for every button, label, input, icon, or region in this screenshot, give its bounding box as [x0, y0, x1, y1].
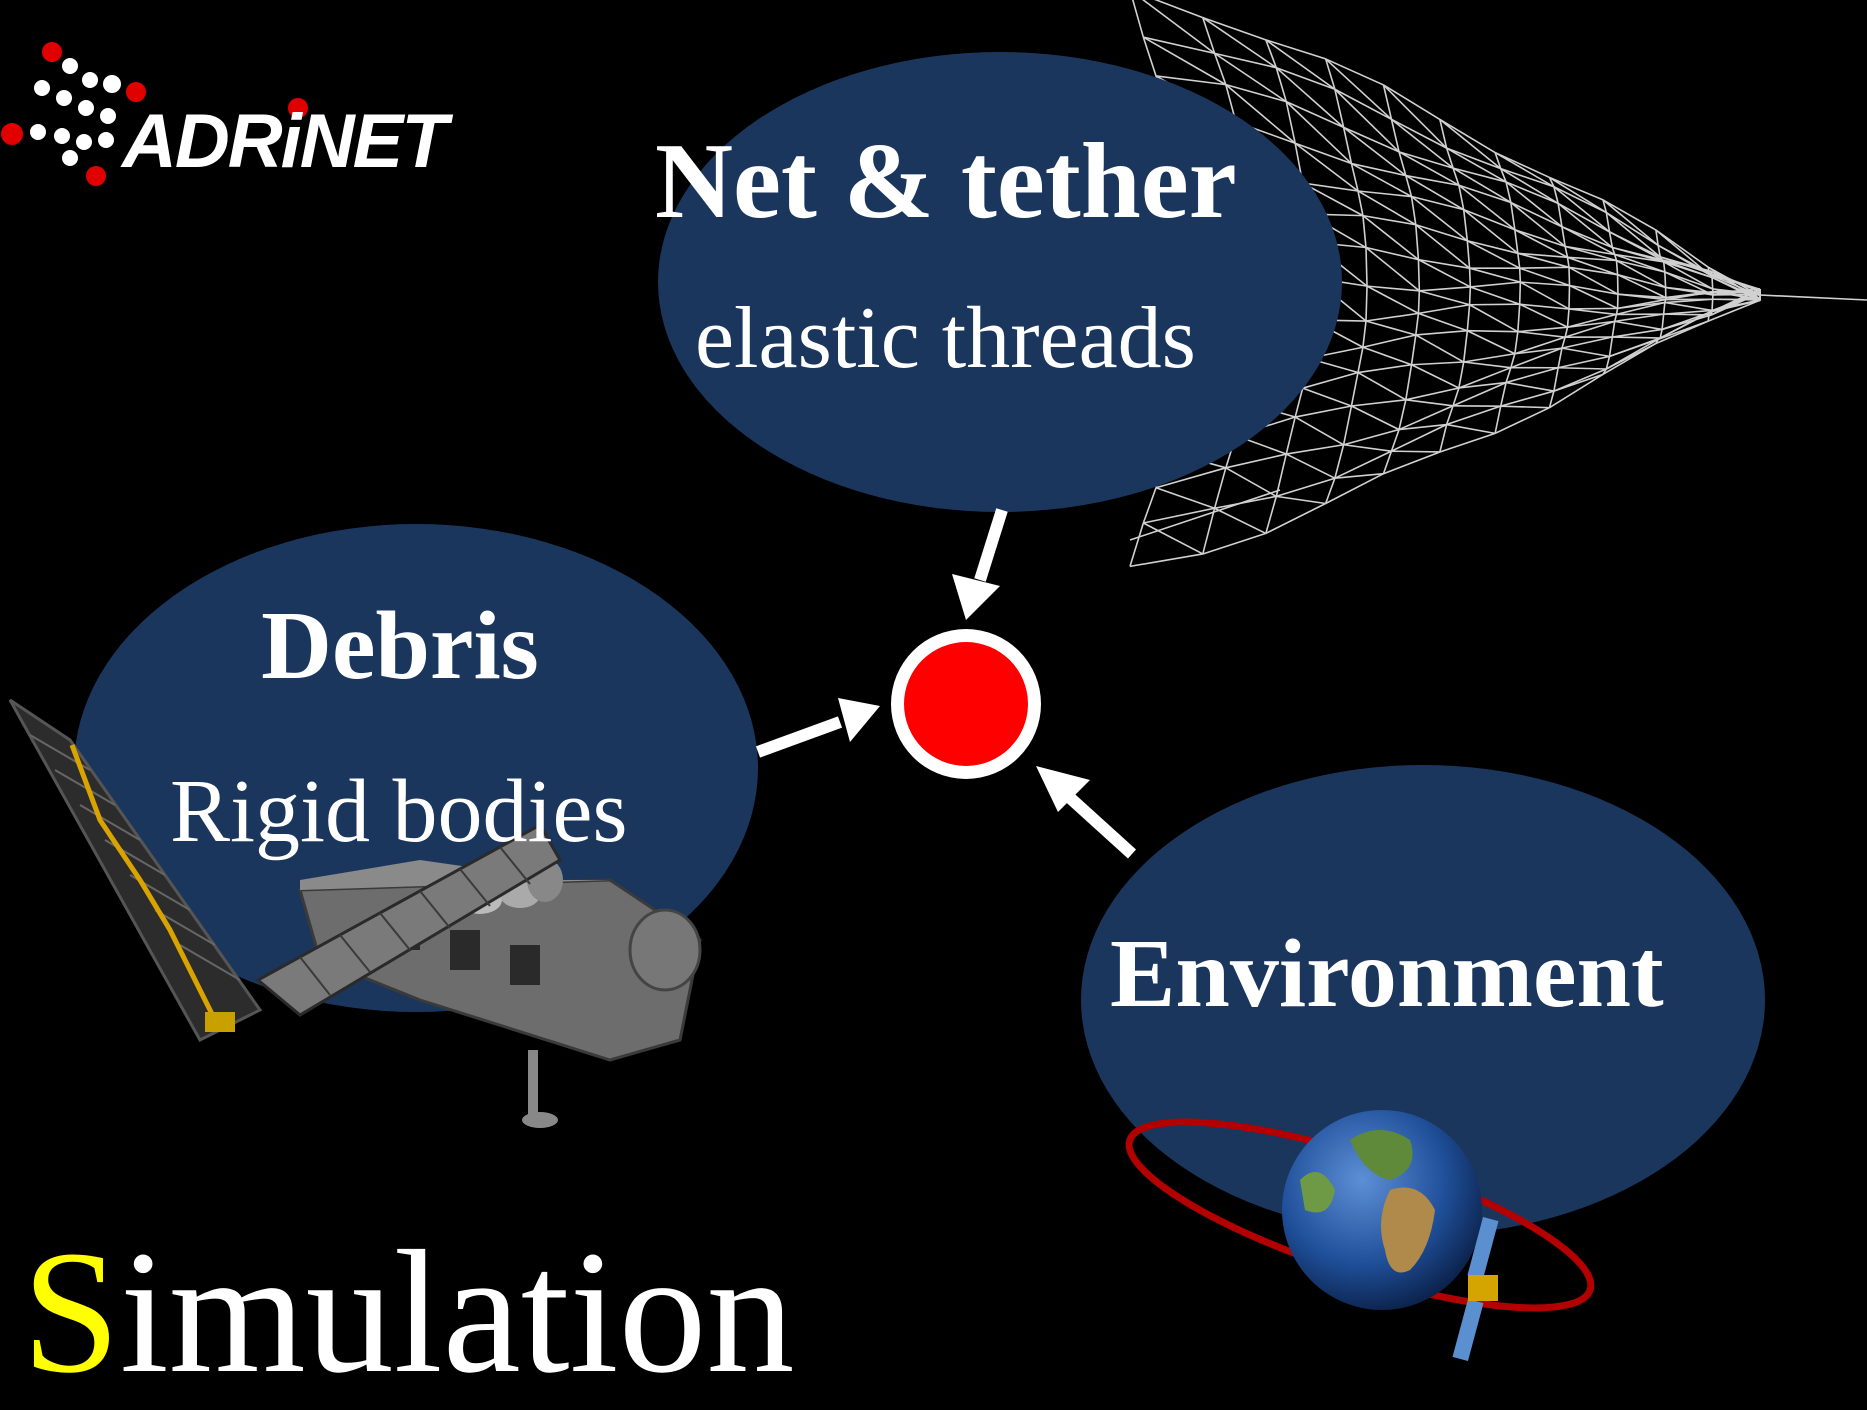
- net-thread: [1391, 451, 1439, 452]
- hub-circle-core: [904, 642, 1028, 766]
- logo-text: ADRiNET: [122, 98, 446, 185]
- net-thread: [1713, 299, 1760, 300]
- net-thread: [1467, 331, 1518, 332]
- net-thread: [1470, 287, 1471, 305]
- net-thread: [1616, 308, 1617, 314]
- net-thread: [1520, 268, 1521, 282]
- environment-node-title: Environment: [1110, 918, 1664, 1030]
- simulation-heading: Simulation: [22, 1225, 795, 1401]
- net-thread: [1569, 267, 1570, 285]
- net-thread: [1708, 312, 1709, 321]
- net-thread: [1520, 282, 1521, 304]
- net-thread: [1366, 248, 1367, 287]
- simulation-first-letter: S: [22, 1215, 120, 1410]
- net-node-subtitle: elastic threads: [695, 288, 1196, 389]
- net-thread: [1366, 286, 1367, 321]
- simulation-rest: imulation: [120, 1215, 795, 1410]
- net-thread: [1665, 272, 1666, 287]
- net-thread: [1569, 308, 1618, 309]
- net-thread: [1470, 304, 1520, 305]
- net-thread: [1520, 267, 1569, 268]
- net-thread: [1569, 285, 1570, 308]
- net-node-title: Net & tether: [655, 120, 1345, 244]
- net-thread: [1712, 299, 1713, 310]
- net-thread: [1470, 268, 1471, 287]
- net-thread: [1612, 337, 1660, 338]
- net-thread: [1712, 278, 1713, 289]
- net-thread: [1418, 291, 1419, 314]
- debris-node-subtitle: Rigid bodies: [170, 760, 628, 863]
- net-thread: [1418, 260, 1419, 291]
- debris-node-title: Debris: [200, 590, 600, 702]
- net-thread: [1616, 261, 1617, 275]
